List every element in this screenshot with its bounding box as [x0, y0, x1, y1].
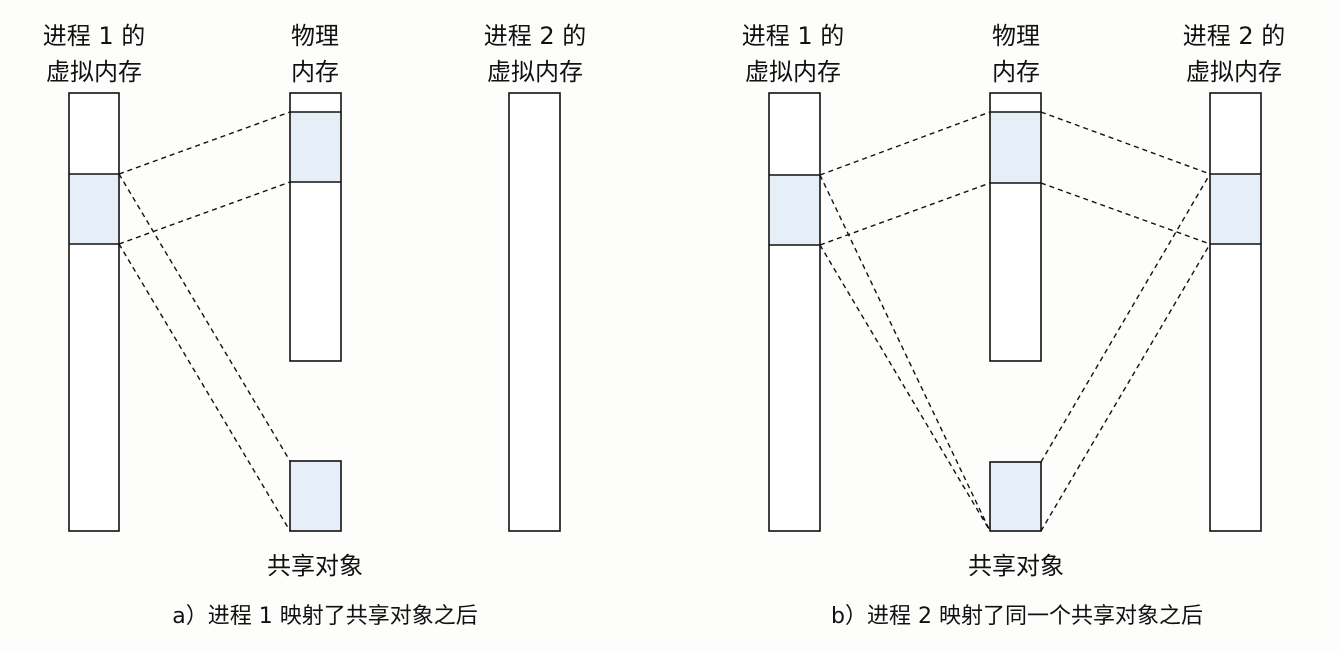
- panel-a-physical-label-line2: 内存: [291, 58, 339, 86]
- panel-b-physical-mapped-region: [991, 112, 1040, 183]
- panel-a-process1-virtual-memory: [68, 92, 120, 532]
- panel-a-process2-virtual-memory: [508, 92, 561, 532]
- panel-a-shared-object-fill: [290, 461, 341, 531]
- panel-b-shared-object-fill: [990, 462, 1041, 531]
- panel-b-map-line-p1-shared-bottom: [819, 244, 991, 532]
- panel-b-map-line-p2-shared-bottom: [1040, 243, 1211, 532]
- panel-b-map-line-p1-phys-bottom: [819, 182, 991, 246]
- panel-a-caption: a）进程 1 映射了共享对象之后: [172, 604, 477, 629]
- panel-a-map-line-shared-bottom: [118, 243, 291, 532]
- panel-b-process2-mapped-region: [1211, 174, 1260, 244]
- panel-b-process1-mapped-region: [770, 175, 819, 245]
- panel-b-map-line-p2-phys-bottom: [1040, 182, 1211, 245]
- panel-b-process1-virtual-memory: [768, 92, 821, 532]
- panel-b: 进程 1 的 虚拟内存 物理 内存 进程 2 的 虚拟内存 共享对象: [742, 22, 1286, 629]
- panel-a-shared-object-label: 共享对象: [267, 552, 363, 580]
- panel-b-map-line-p1-phys-top: [819, 111, 991, 176]
- panel-b-map-line-p1-shared-top: [819, 174, 991, 532]
- panel-b-map-line-p2-phys-top: [1040, 111, 1211, 175]
- panel-a-process1-label-line2: 虚拟内存: [46, 58, 142, 86]
- panel-a-process1-mapped-region: [70, 174, 118, 244]
- panel-b-process2-virtual-memory: [1209, 92, 1262, 532]
- panel-a-physical-label-line1: 物理: [291, 22, 339, 50]
- panel-a: 进程 1 的 虚拟内存 物理 内存 进程 2 的 虚拟内存 共享对象 a）进程 …: [43, 22, 587, 629]
- panel-a-process2-label-line2: 虚拟内存: [487, 58, 583, 86]
- panel-a-map-line-phys-top: [118, 111, 291, 175]
- panel-a-process2-label-line1: 进程 2 的: [484, 22, 587, 50]
- panel-b-physical-label-line1: 物理: [992, 22, 1040, 50]
- panel-b-shared-object-label: 共享对象: [968, 552, 1064, 580]
- panel-b-shared-object: [989, 461, 1042, 532]
- panel-b-map-line-p2-shared-top: [1040, 173, 1211, 463]
- panel-b-caption: b）进程 2 映射了同一个共享对象之后: [831, 604, 1203, 629]
- panel-b-process1-label-line2: 虚拟内存: [745, 58, 841, 86]
- panel-b-process2-label-line1: 进程 2 的: [1183, 22, 1286, 50]
- panel-a-map-line-phys-bottom: [118, 181, 291, 245]
- panel-a-process1-label-line1: 进程 1 的: [43, 22, 146, 50]
- panel-a-physical-mapped-region: [291, 112, 340, 182]
- panel-b-process2-label-line2: 虚拟内存: [1186, 58, 1282, 86]
- panel-b-process1-label-line1: 进程 1 的: [742, 22, 845, 50]
- panel-b-physical-label-line2: 内存: [992, 58, 1040, 86]
- panel-a-map-line-shared-top: [118, 173, 291, 462]
- panel-a-shared-object: [289, 460, 342, 532]
